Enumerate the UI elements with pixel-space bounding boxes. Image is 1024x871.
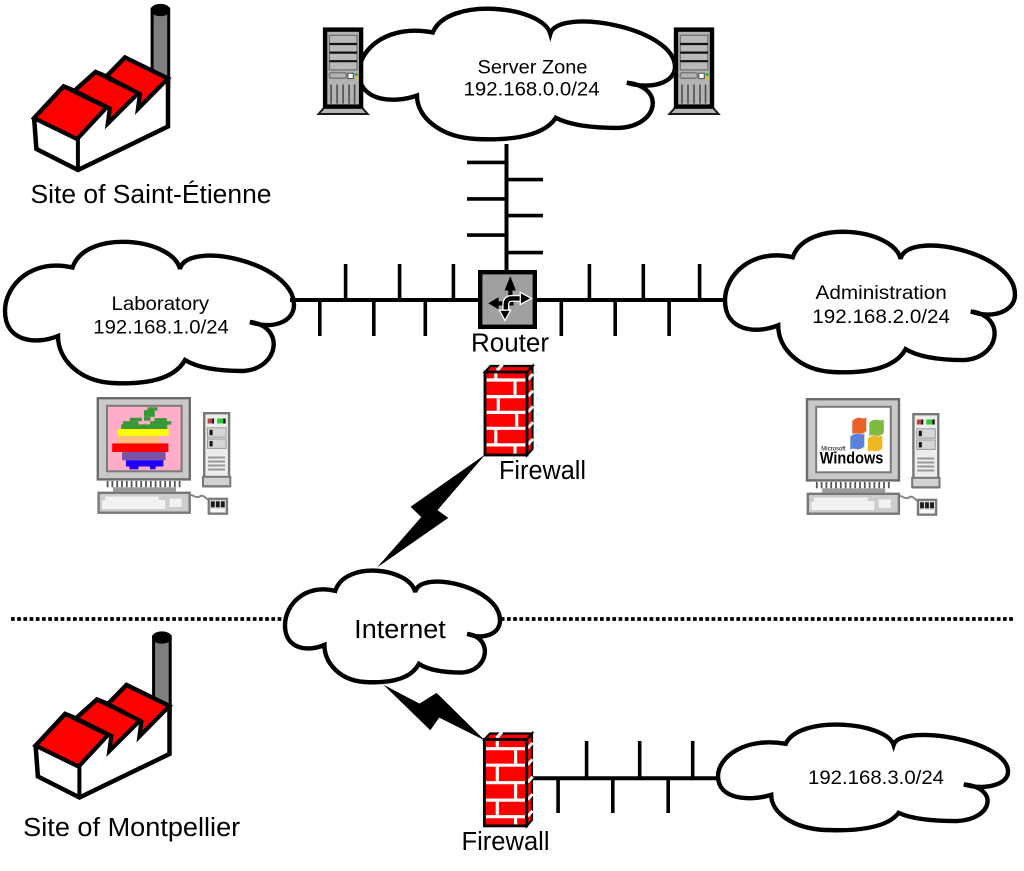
svg-text:Router: Router (471, 330, 550, 358)
svg-text:192.168.3.0/24: 192.168.3.0/24 (808, 767, 944, 789)
svg-text:Site of Saint-Étienne: Site of Saint-Étienne (31, 180, 272, 209)
svg-text:192.168.2.0/24: 192.168.2.0/24 (812, 306, 950, 328)
svg-text:Microsoft: Microsoft (821, 447, 846, 453)
svg-text:Firewall: Firewall (462, 828, 550, 856)
svg-text:192.168.1.0/24: 192.168.1.0/24 (93, 316, 229, 338)
svg-text:Server Zone: Server Zone (478, 57, 588, 79)
svg-text:192.168.0.0/24: 192.168.0.0/24 (464, 79, 600, 101)
svg-text:Administration: Administration (816, 282, 947, 304)
svg-text:Site of Montpellier: Site of Montpellier (23, 814, 241, 842)
svg-text:Firewall: Firewall (499, 457, 586, 485)
svg-text:Laboratory: Laboratory (112, 293, 210, 315)
svg-text:Windows: Windows (820, 450, 884, 468)
svg-text:Internet: Internet (354, 616, 446, 644)
